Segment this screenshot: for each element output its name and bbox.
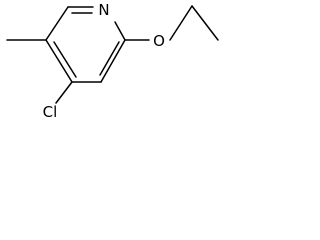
oxygen-label: O (153, 32, 165, 50)
ring-bond-c4-c5 (45, 39, 73, 83)
bond-c4-chlorine (55, 81, 73, 104)
ring-bond-c5-c6 (45, 6, 69, 41)
nitrogen-label: N (98, 1, 109, 19)
chemical-structure-diagram: N O Cl (6, 1, 219, 121)
double-bond-c4-c5-inner (53, 41, 77, 78)
double-bond-c2-c3-inner (99, 41, 120, 76)
ring-bond-n1-c2 (114, 21, 126, 41)
bond-oxygen-ethyl (169, 5, 193, 41)
ethyl-bond (191, 5, 219, 41)
ring-bond-c2-c3 (100, 39, 126, 83)
chlorine-label: Cl (43, 103, 58, 121)
